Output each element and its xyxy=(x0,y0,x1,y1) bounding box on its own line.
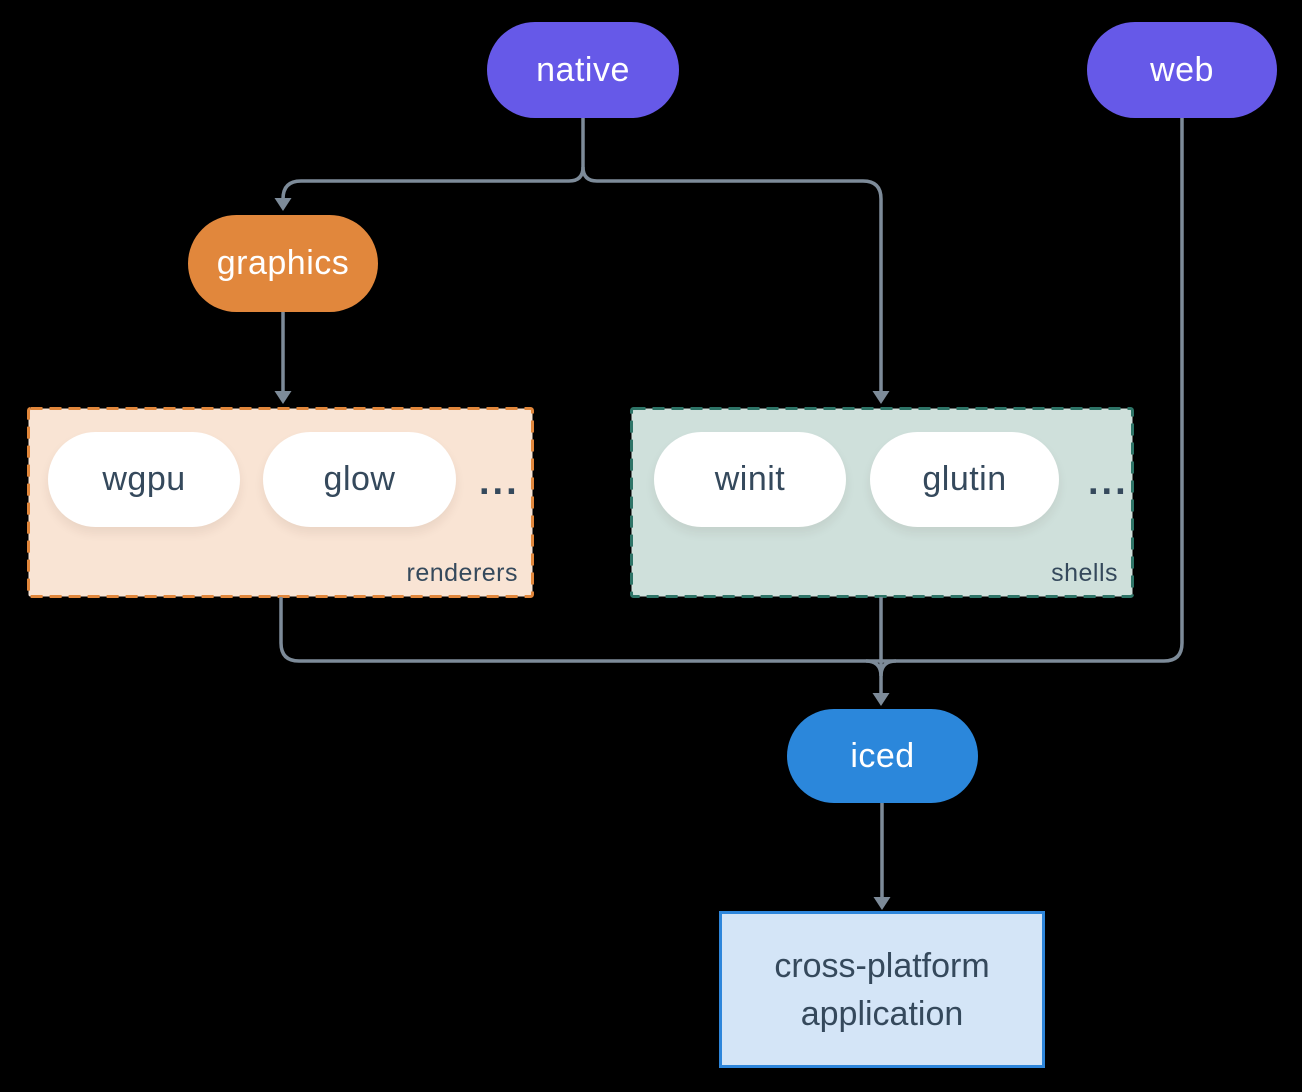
shells-ellipsis: ... xyxy=(1088,461,1129,503)
arrowhead-renderers xyxy=(274,391,292,404)
pill-glutin: glutin xyxy=(870,432,1059,527)
wire-renderers-web-bus xyxy=(279,118,1184,663)
group-label-shells: shells xyxy=(1051,559,1118,587)
pill-wgpu: wgpu xyxy=(48,432,240,527)
arrowhead-graphics xyxy=(274,198,292,211)
pill-winit: winit xyxy=(654,432,846,527)
group-shells: winit glutin ... shells xyxy=(630,407,1134,598)
node-native: native xyxy=(487,22,679,118)
node-graphics: graphics xyxy=(188,215,378,312)
wire-native-to-graphics xyxy=(281,118,585,200)
node-web: web xyxy=(1087,22,1277,118)
wire-native-to-shells xyxy=(581,166,883,391)
node-iced: iced xyxy=(787,709,978,803)
renderers-ellipsis: ... xyxy=(479,461,520,503)
group-label-renderers: renderers xyxy=(406,559,518,587)
pill-glow: glow xyxy=(263,432,456,527)
arrowhead-iced xyxy=(872,693,890,706)
group-renderers: wgpu glow ... renderers xyxy=(27,407,534,598)
arrowhead-application xyxy=(873,897,891,910)
arrowhead-shells xyxy=(872,391,890,404)
node-application: cross-platform application xyxy=(719,911,1045,1068)
